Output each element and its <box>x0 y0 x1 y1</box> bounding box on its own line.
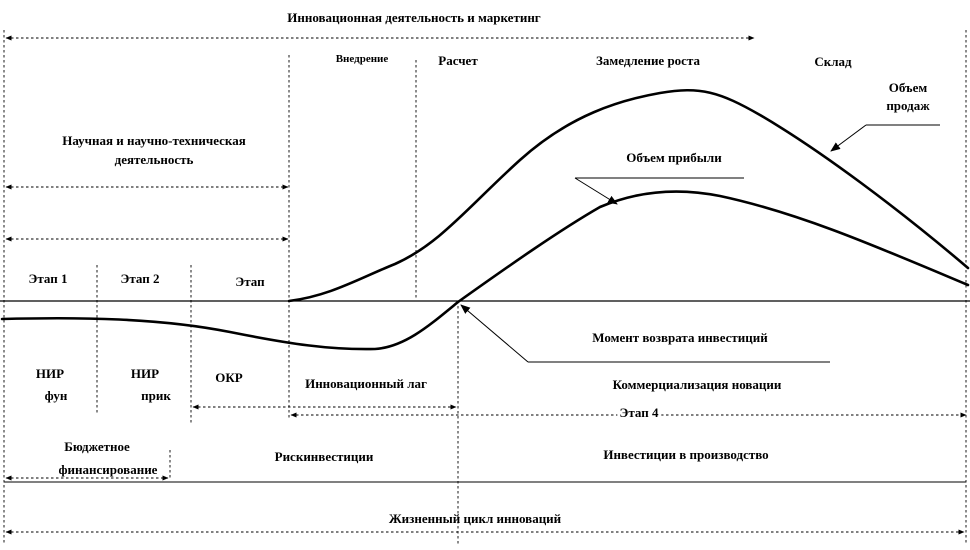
payback-leader-arrow <box>460 304 529 363</box>
label-sales-volume-line2: продаж <box>886 98 930 113</box>
label-stage2: Этап 2 <box>121 271 160 286</box>
sales-volume-curve <box>287 88 970 303</box>
label-innovation-lag: Инновационный лаг <box>305 376 427 391</box>
profit-volume-curve <box>0 190 970 351</box>
label-innovation-marketing: Инновационная деятельность и маркетинг <box>287 10 541 25</box>
label-stage3: Этап <box>235 274 265 289</box>
label-budget-line2: финансирование <box>59 462 158 477</box>
label-production-investments: Инвестиции в производство <box>603 447 768 462</box>
label-science-line2: деятельность <box>115 152 194 167</box>
label-sales-volume-line1: Объем <box>889 80 928 95</box>
label-decline: Склад <box>814 54 852 69</box>
label-slowdown: Замедление роста <box>596 53 701 68</box>
label-nir2-line1: НИР <box>131 366 159 381</box>
profit-volume-leader-arrow <box>574 177 618 205</box>
label-growth: Расчет <box>438 53 478 68</box>
label-stage1: Этап 1 <box>29 271 68 286</box>
label-nir1-line1: НИР <box>36 366 64 381</box>
label-budget-line1: Бюджетное <box>64 439 130 454</box>
sales-volume-leader-arrow <box>830 124 867 152</box>
label-payback: Момент возврата инвестиций <box>592 330 768 345</box>
label-science-line1: Научная и научно-техническая <box>62 133 246 148</box>
label-nir1-line2: фун <box>45 388 68 403</box>
label-risk-investments: Рискинвестиции <box>275 449 374 464</box>
label-stage4: Этап 4 <box>620 405 659 420</box>
label-profit-volume: Объем прибыли <box>626 150 722 165</box>
label-nir2-line2: прик <box>141 388 171 403</box>
label-implementation: Внедрение <box>336 53 389 65</box>
label-life-cycle: Жизненный цикл инноваций <box>389 511 562 526</box>
label-okr: ОКР <box>215 370 243 385</box>
label-commercialization: Коммерциализация новации <box>613 377 782 392</box>
